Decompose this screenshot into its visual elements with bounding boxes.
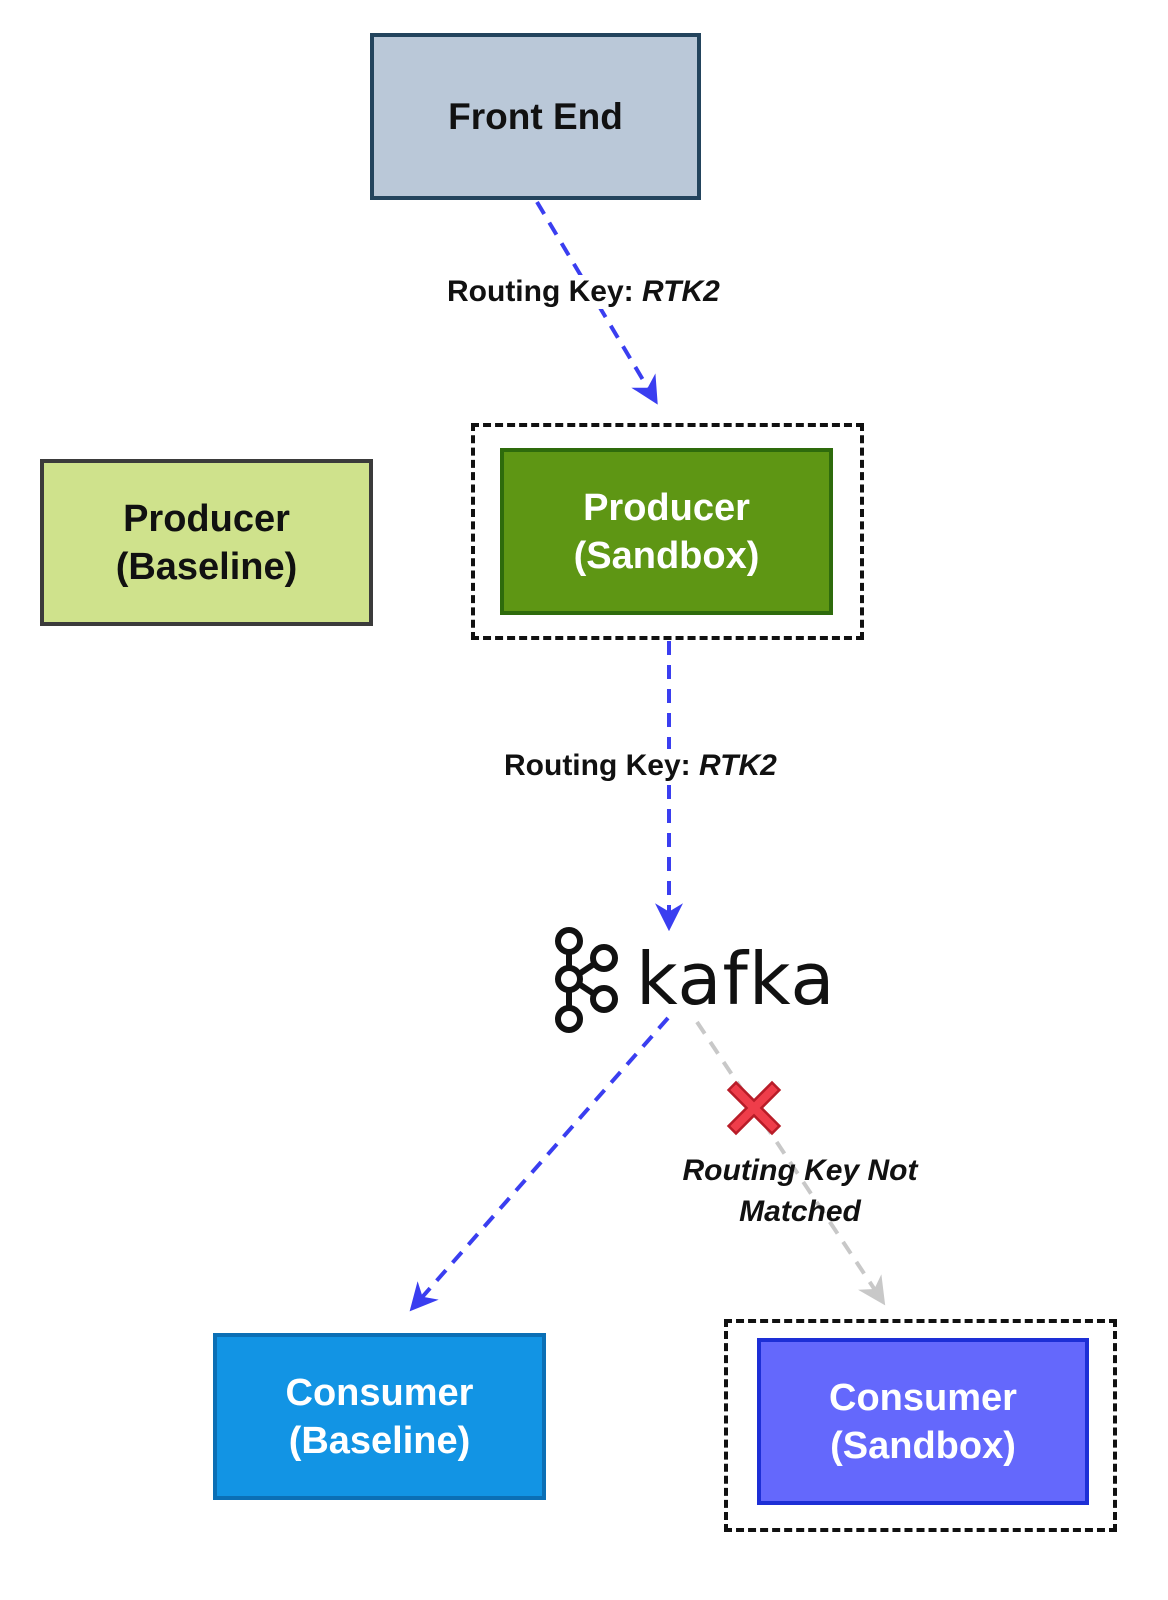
producer-sandbox-node: Producer (Sandbox)	[500, 448, 833, 615]
kafka-wordmark: kafka	[636, 937, 836, 1021]
reject-x-icon	[726, 1080, 782, 1136]
consumer-baseline-node: Consumer (Baseline)	[213, 1333, 546, 1500]
consumer-sandbox-line2: (Sandbox)	[830, 1424, 1016, 1467]
consumer-sandbox-node: Consumer (Sandbox)	[757, 1338, 1089, 1505]
routing-key-prefix: Routing Key:	[504, 749, 699, 782]
producer-sandbox-line1: Producer	[583, 486, 750, 529]
edge-label-frontend-producer: Routing Key: RTK2	[447, 275, 720, 309]
producer-baseline-line1: Producer	[123, 497, 290, 540]
consumer-baseline-line1: Consumer	[285, 1371, 474, 1414]
consumer-sandbox-frame	[724, 1319, 1117, 1532]
producer-sandbox-line2: (Sandbox)	[573, 534, 760, 577]
edge-kafka-to-consumer-baseline	[409, 1016, 670, 1312]
edge-frontend-to-producer	[535, 200, 658, 405]
routing-key-prefix: Routing Key:	[447, 275, 642, 308]
front-end-node: Front End	[370, 33, 701, 200]
front-end-label: Front End	[448, 95, 623, 137]
edge-label-producer-kafka: Routing Key: RTK2	[504, 749, 777, 783]
consumer-sandbox-line1: Consumer	[829, 1376, 1017, 1419]
kafka-logo-icon	[555, 927, 618, 1033]
producer-sandbox-frame	[471, 423, 864, 640]
producer-baseline-node: Producer (Baseline)	[40, 459, 373, 626]
edge-label-not-matched: Routing Key Not Matched	[682, 1154, 918, 1228]
producer-baseline-line2: (Baseline)	[115, 545, 298, 588]
routing-key-value: RTK2	[699, 749, 777, 782]
edge-kafka-to-consumer-sandbox	[695, 1020, 886, 1306]
routing-key-value: RTK2	[642, 275, 720, 308]
consumer-baseline-line2: (Baseline)	[288, 1419, 471, 1462]
